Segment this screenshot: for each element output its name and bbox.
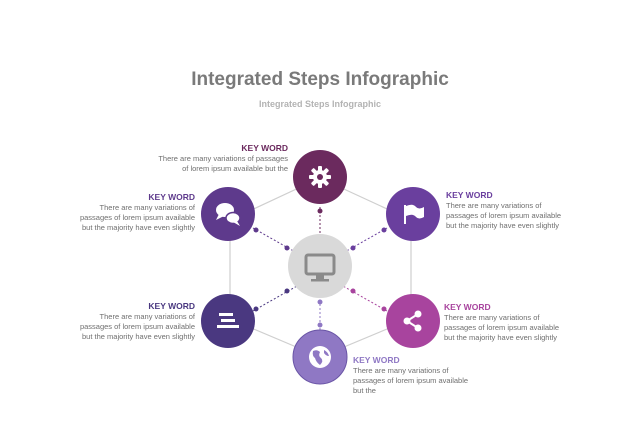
step-text-upper-left: KEY WORD There are many variations of pa… (70, 192, 195, 233)
center-node (288, 234, 352, 298)
globe-icon (309, 346, 331, 368)
connector-upper-right (342, 227, 388, 254)
step-keyword: KEY WORD (446, 190, 493, 200)
step-description: There are many variations of passages of… (353, 366, 469, 395)
step-text-upper-right: KEY WORD There are many variations of pa… (446, 190, 571, 231)
step-node-bottom (292, 329, 348, 385)
step-description: There are many variations of passages of… (158, 154, 288, 173)
step-keyword: KEY WORD (148, 192, 195, 202)
monitor-icon (304, 253, 336, 282)
step-node-upper-left (201, 187, 255, 241)
flag-icon (404, 204, 424, 224)
step-keyword: KEY WORD (444, 302, 491, 312)
step-keyword: KEY WORD (241, 143, 288, 153)
connector-lower-right (342, 285, 388, 312)
step-node-upper-right (386, 187, 440, 241)
connector-upper-left (252, 227, 298, 254)
share-icon (403, 310, 422, 332)
step-keyword: KEY WORD (353, 355, 400, 365)
step-text-lower-left: KEY WORD There are many variations of pa… (70, 301, 195, 342)
page-title: Integrated Steps Infographic (191, 69, 449, 90)
step-node-top (293, 150, 347, 204)
step-description: There are many variations of passages of… (444, 313, 560, 342)
step-text-lower-right: KEY WORD There are many variations of pa… (444, 302, 569, 343)
list-icon (217, 313, 239, 328)
connector-bottom (317, 296, 323, 331)
step-description: There are many variations of passages of… (446, 201, 562, 230)
page-subtitle: Integrated Steps Infographic (258, 99, 381, 109)
step-node-lower-left (201, 294, 255, 348)
step-text-top: KEY WORD There are many variations of pa… (155, 143, 288, 174)
chat-icon (216, 203, 241, 226)
connector-lower-left (252, 285, 298, 312)
step-description: There are many variations of passages of… (79, 312, 195, 341)
step-keyword: KEY WORD (148, 301, 195, 311)
gear-icon (309, 166, 331, 188)
step-description: There are many variations of passages of… (79, 203, 195, 232)
step-node-lower-right (386, 294, 440, 348)
step-text-bottom: KEY WORD There are many variations of pa… (353, 355, 475, 396)
